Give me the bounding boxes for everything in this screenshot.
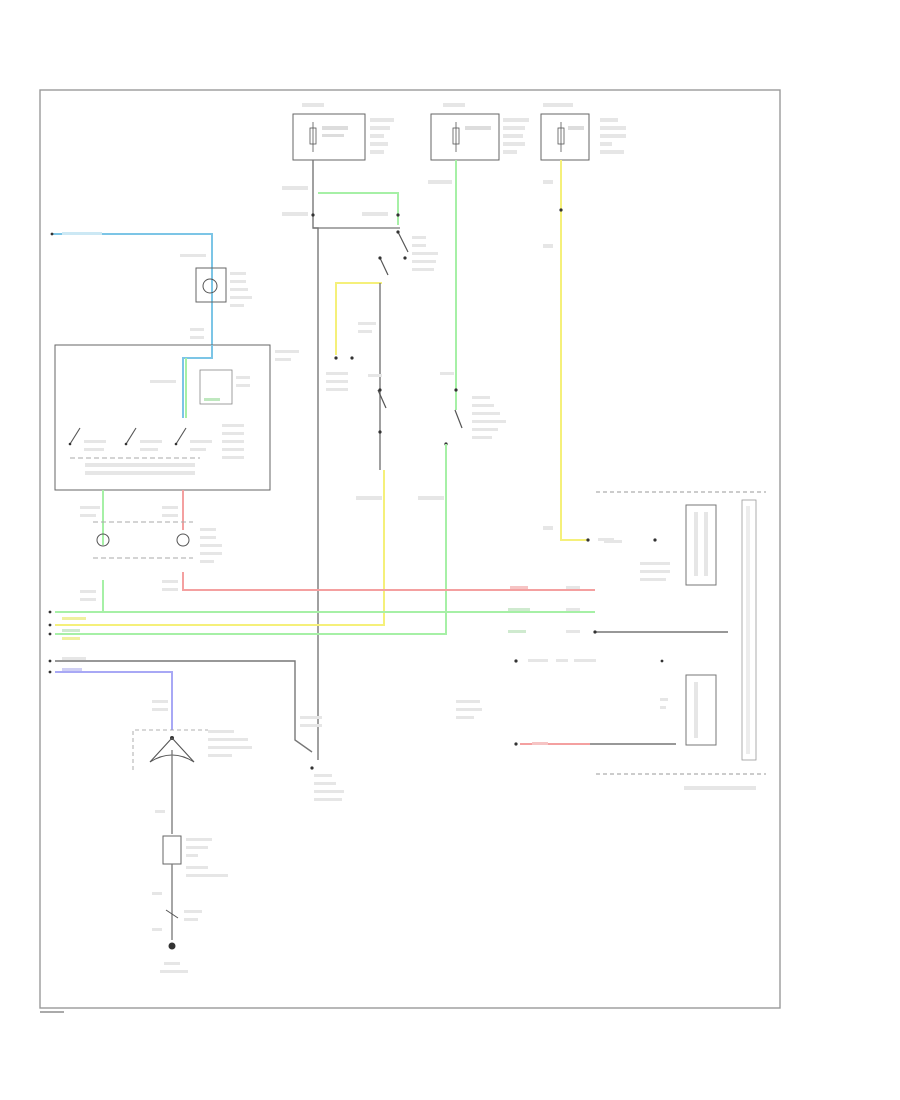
wire-yellow-down <box>104 470 385 626</box>
fuse-block-3 <box>540 103 626 161</box>
fuse-icon <box>557 127 565 145</box>
wire-fuse1-black <box>282 160 319 760</box>
wire-yellow-switch <box>326 282 382 391</box>
right-connector <box>456 491 766 790</box>
left-bus-wires <box>48 610 104 640</box>
wire-cyan-top <box>50 232 213 345</box>
wire-module-red <box>162 490 595 591</box>
wire-center-black-end <box>310 766 344 801</box>
switch-icon <box>68 427 212 451</box>
fuse-icon <box>309 127 317 145</box>
wire-black-switch <box>356 283 387 500</box>
ground-icon <box>160 942 188 973</box>
fuse-icon <box>452 127 460 145</box>
wire-fuse3-yellow <box>543 160 657 542</box>
connector-icon <box>93 521 222 563</box>
wire-blue <box>48 668 173 730</box>
relay-coil-icon <box>199 369 250 405</box>
switch-icon <box>313 227 438 276</box>
fuse-block-2 <box>430 103 529 161</box>
wire-fuse2-green <box>104 160 506 635</box>
diagram-frame <box>39 89 781 1009</box>
wire-black-bottom <box>48 657 322 753</box>
lamp-icon <box>180 254 252 339</box>
sensor-component <box>132 729 252 834</box>
wire-fuse1-green <box>318 192 400 225</box>
connector-icon <box>152 835 228 940</box>
wire-module-green <box>80 490 595 613</box>
control-module <box>54 344 299 491</box>
fuse-block-1 <box>292 103 394 161</box>
